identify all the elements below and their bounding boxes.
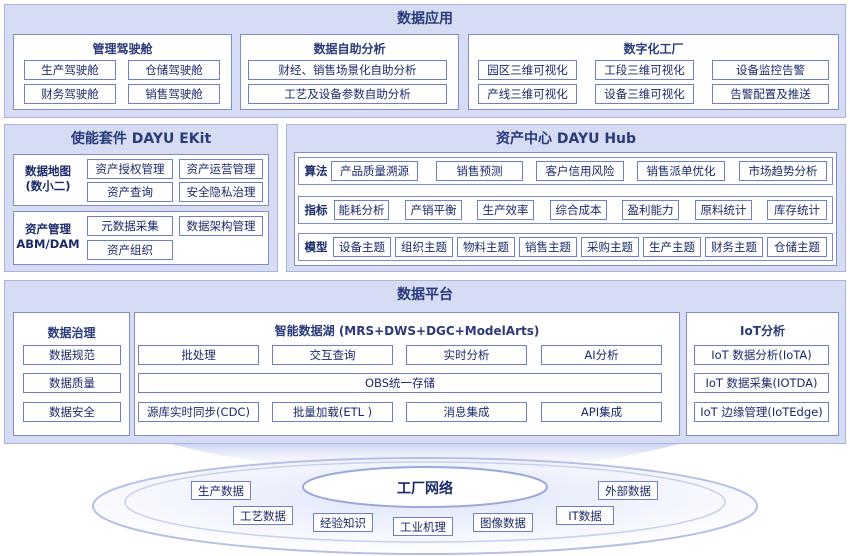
etl-load-box: 批量加载(ETL ): [272, 402, 393, 422]
production-data-tag: 生产数据: [191, 481, 251, 500]
hub-title: 资产中心 DAYU Hub: [495, 131, 637, 147]
batch-processing-box: 批处理: [138, 345, 259, 365]
algorithm-label: 算法: [304, 164, 328, 178]
asset-operation-box: 资产运营管理: [179, 159, 263, 179]
data-map-label: 数据地图 (数小二): [15, 164, 81, 194]
industrial-mechanism-tag: 工业机理: [393, 517, 453, 536]
factory-network-rings: [92, 444, 758, 555]
api-integration-box: API集成: [541, 402, 662, 422]
inventory-stats-box: 库存统计: [767, 200, 827, 220]
equipment-alarm-box: 设备监控告警: [712, 60, 829, 80]
line-3d-box: 产线三维可视化: [478, 84, 577, 104]
finance-cockpit-box: 财务驾驶舱: [24, 84, 116, 104]
interactive-query-box: 交互查询: [272, 345, 393, 365]
asset-management-label-line2: ABM/DAM: [16, 237, 80, 251]
external-data-tag: 外部数据: [598, 481, 658, 500]
equipment-topic-box: 设备主题: [333, 237, 391, 257]
asset-query-box: 资产查询: [87, 182, 173, 202]
finance-topic-box: 财务主题: [705, 237, 763, 257]
iot-title: IoT分析: [740, 324, 785, 338]
management-cockpit-title: 管理驾驶舱: [92, 42, 153, 56]
metadata-collection-box: 元数据采集: [87, 216, 173, 236]
inner-ring: [302, 466, 548, 508]
data-security-box: 数据安全: [23, 402, 121, 422]
production-efficiency-box: 生产效率: [477, 200, 534, 220]
quality-trace-box: 产品质量溯源: [331, 161, 418, 181]
data-map-label-line1: 数据地图: [25, 164, 71, 178]
finance-sales-analysis-box: 财经、销售场景化自助分析: [248, 60, 447, 80]
park-3d-box: 园区三维可视化: [478, 60, 577, 80]
production-topic-box: 生产主题: [643, 237, 701, 257]
warehouse-topic-box: 仓储主题: [767, 237, 827, 257]
iot-analysis-box: IoT 数据分析(IoTA): [694, 345, 829, 365]
middle-ring: [124, 461, 726, 543]
realtime-analysis-box: 实时分析: [406, 345, 527, 365]
production-sales-balance-box: 产销平衡: [405, 200, 462, 220]
sales-cockpit-box: 销售驾驶舱: [128, 84, 220, 104]
obs-storage-box: OBS统一存储: [138, 373, 662, 393]
data-lake-title: 智能数据湖 (MRS+DWS+DGC+ModelArts): [274, 324, 540, 338]
section-3d-box: 工段三维可视化: [595, 60, 694, 80]
iot-collection-box: IoT 数据采集(IOTDA): [694, 373, 829, 393]
digital-factory-title: 数字化工厂: [623, 42, 684, 56]
ekit-title: 使能套件 DAYU EKit: [70, 131, 212, 147]
sales-topic-box: 销售主题: [519, 237, 577, 257]
credit-risk-box: 客户信用风险: [536, 161, 624, 181]
message-integration-box: 消息集成: [406, 402, 527, 422]
market-trend-box: 市场趋势分析: [739, 161, 827, 181]
privacy-governance-box: 安全隐私治理: [179, 182, 263, 202]
data-platform-title: 数据平台: [397, 287, 453, 303]
iot-edge-box: IoT 边缘管理(IoTEdge): [694, 402, 829, 422]
energy-analysis-box: 能耗分析: [334, 200, 389, 220]
process-data-tag: 工艺数据: [233, 506, 293, 525]
production-cockpit-box: 生产驾驶舱: [24, 60, 116, 80]
purchase-topic-box: 采购主题: [581, 237, 639, 257]
factory-network-title: 工厂网络: [397, 481, 453, 497]
data-standard-box: 数据规范: [23, 345, 121, 365]
cdc-sync-box: 源库实时同步(CDC): [138, 402, 259, 422]
material-topic-box: 物料主题: [457, 237, 515, 257]
asset-management-label: 资产管理 ABM/DAM: [15, 222, 81, 252]
process-equipment-analysis-box: 工艺及设备参数自助分析: [248, 84, 447, 104]
warehouse-cockpit-box: 仓储驾驶舱: [128, 60, 220, 80]
sales-forecast-box: 销售预测: [436, 161, 523, 181]
asset-organization-box: 资产组织: [87, 240, 173, 260]
alarm-config-box: 告警配置及推送: [712, 84, 829, 104]
organization-topic-box: 组织主题: [395, 237, 453, 257]
indicator-label: 指标: [304, 203, 328, 217]
asset-management-label-line1: 资产管理: [25, 222, 71, 236]
data-map-label-line2: (数小二): [25, 179, 71, 193]
dispatch-optimization-box: 销售派单优化: [637, 161, 725, 181]
data-application-title: 数据应用: [397, 11, 453, 27]
image-data-tag: 图像数据: [473, 513, 533, 532]
governance-title: 数据治理: [47, 326, 96, 340]
ai-analysis-box: AI分析: [541, 345, 662, 365]
total-cost-box: 综合成本: [550, 200, 607, 220]
self-analysis-title: 数据自助分析: [313, 42, 386, 56]
model-label: 模型: [304, 240, 328, 254]
asset-authorization-box: 资产授权管理: [87, 159, 173, 179]
it-data-tag: IT数据: [556, 506, 614, 525]
experience-knowledge-tag: 经验知识: [313, 513, 373, 532]
equipment-3d-box: 设备三维可视化: [595, 84, 694, 104]
material-stats-box: 原料统计: [695, 200, 752, 220]
data-quality-box: 数据质量: [23, 373, 121, 393]
profitability-box: 盈利能力: [622, 200, 679, 220]
data-architecture-box: 数据架构管理: [179, 216, 263, 236]
